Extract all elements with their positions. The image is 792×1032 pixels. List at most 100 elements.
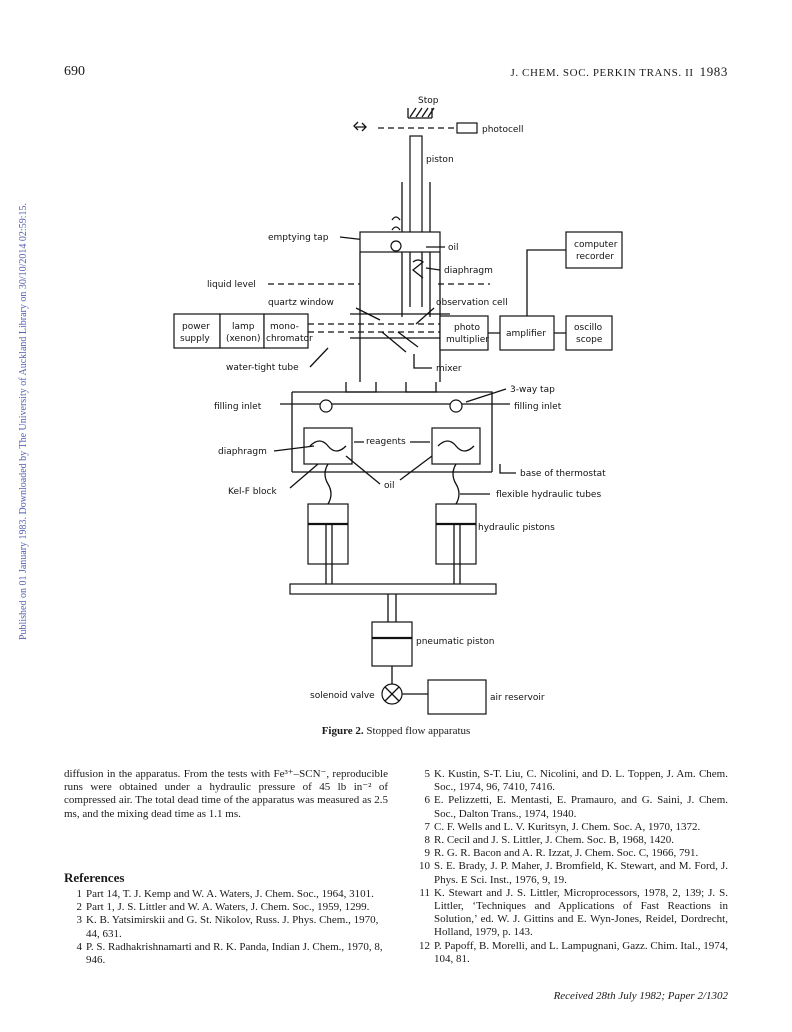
air-reservoir-box: [427, 679, 487, 715]
left-hydraulic-cylinder: [307, 503, 349, 565]
label-mono-1: mono-: [270, 322, 299, 332]
leader-base: [499, 464, 516, 474]
reference-number: 4: [76, 940, 83, 953]
page-number: 690: [64, 64, 85, 79]
label-observation-cell: observation cell: [436, 298, 508, 308]
reference-text: K. Stewart and J. S. Littler, Microproce…: [434, 886, 728, 939]
hydraulic-piston-rods: [325, 524, 461, 592]
reference-number: 2: [76, 901, 83, 914]
journal-title: J. CHEM. SOC. PERKIN TRANS. II: [510, 67, 694, 79]
reference-number: 8: [424, 834, 431, 847]
leaders-window-cell: [355, 307, 435, 325]
reference-item: 10 S. E. Brady, J. P. Maher, J. Bromfield…: [412, 860, 728, 886]
label-diaphragm-top: diaphragm: [444, 266, 493, 276]
label-solenoid-valve: solenoid valve: [310, 691, 375, 701]
mixer-channels: [381, 331, 419, 353]
received-date: Received 28th July 1982; Paper 2/1302: [553, 990, 728, 1002]
body-paragraph: diffusion in the apparatus. From the tes…: [64, 768, 388, 820]
pneumatic-cylinder: [371, 621, 413, 667]
left-tap-valve: [319, 399, 333, 413]
label-amplifier: amplifier: [506, 329, 546, 339]
label-diaphragm-left: diaphragm: [218, 447, 267, 457]
pneumatic-rod: [387, 594, 397, 622]
reference-number: 6: [424, 794, 431, 807]
label-oil-top: oil: [448, 243, 459, 253]
reference-item: 11 K. Stewart and J. S. Littler, Micropro…: [412, 887, 728, 940]
label-photo-2: multiplier: [446, 335, 489, 345]
reference-text: P. S. Radhakrishnamarti and R. K. Panda,…: [86, 940, 383, 967]
download-notice-text: Published on 01 January 1983. Downloaded…: [18, 203, 29, 640]
solenoid-valve-cross: [384, 666, 428, 702]
reference-number: 1: [76, 888, 83, 900]
stop-hatch: [407, 107, 435, 118]
label-lamp-2: (xenon): [226, 334, 261, 344]
reference-text: S. E. Brady, J. P. Maher, J. Bromfield, …: [434, 860, 728, 886]
stopped-flow-diagram: Stop photocell piston emptying tap oil d…: [173, 96, 623, 715]
reference-number: 9: [424, 847, 431, 860]
reference-text: Part 14, T. J. Kemp and W. A. Waters, J.…: [86, 888, 374, 900]
thermostat-tank: [291, 391, 493, 472]
label-emptying-tap: emptying tap: [268, 233, 329, 243]
label-reagents: reagents: [366, 437, 406, 447]
right-tap-valve: [449, 399, 463, 413]
label-liquid-level: liquid level: [207, 280, 256, 290]
leader-kel-f: [289, 463, 319, 489]
label-kel-f-block: Kel-F block: [228, 487, 277, 497]
reference-text: K. B. Yatsimirskii and G. St. Nikolov, R…: [86, 914, 379, 940]
reference-number: 11: [419, 886, 430, 899]
light-source-icon: [353, 121, 367, 132]
reference-text: E. Pelizzetti, E. Mentasti, E. Pramauro,…: [434, 794, 728, 820]
diaphragm-top-coil: [411, 259, 425, 279]
label-quartz-window: quartz window: [268, 298, 334, 308]
label-3-way-tap: 3-way tap: [510, 385, 555, 395]
recorder-wire: [526, 249, 566, 316]
label-piston: piston: [426, 155, 454, 165]
tank-walls: [359, 252, 441, 382]
label-flexible-tubes: flexible hydraulic tubes: [496, 490, 601, 500]
flexible-tubes: [324, 463, 460, 505]
reference-number: 10: [419, 860, 430, 873]
label-power-supply-1: power: [182, 322, 210, 332]
light-path: [308, 323, 442, 333]
figure-caption: Figure 2. Stopped flow apparatus: [0, 725, 792, 737]
right-diaphragm: [437, 440, 475, 452]
computer-recorder-box: [565, 231, 623, 269]
journal-year: 1983: [699, 64, 728, 79]
upper-column: [401, 252, 431, 317]
label-air-reservoir: air reservoir: [490, 693, 545, 703]
reference-text: R. G. R. Bacon and A. R. Izzat, J. Chem.…: [434, 847, 699, 860]
leader-diaphragm-left: [273, 445, 315, 452]
label-photocell: photocell: [482, 125, 523, 135]
leader-water-tight-tube: [309, 347, 329, 368]
label-oil-bottom: oil: [384, 481, 395, 491]
label-computer-1: computer: [574, 240, 618, 250]
monochromator-box: [263, 313, 309, 349]
label-oscillo-1: oscillo: [574, 323, 603, 333]
reference-text: C. F. Wells and L. V. Kuritsyn, J. Chem.…: [434, 820, 701, 833]
reference-text: P. Papoff, B. Morelli, and L. Lampugnani…: [434, 939, 729, 965]
reference-text: Part 1, J. S. Littler and W. A. Waters, …: [86, 901, 370, 914]
drive-plate: [289, 583, 497, 595]
references-heading: References: [64, 870, 125, 885]
label-computer-2: recorder: [576, 252, 614, 262]
label-lamp-1: lamp: [232, 322, 255, 332]
reference-number: 7: [424, 820, 431, 833]
mixer-feed-lines: [345, 382, 437, 393]
label-mono-2: chromator: [266, 334, 313, 344]
photocell-box: [456, 122, 478, 134]
reference-number: 5: [424, 768, 431, 780]
leaders-oil-bottom: [345, 455, 433, 485]
reference-number: 3: [76, 914, 83, 927]
leader-3-way-tap: [465, 388, 507, 403]
label-pneumatic-piston: pneumatic piston: [416, 637, 494, 647]
